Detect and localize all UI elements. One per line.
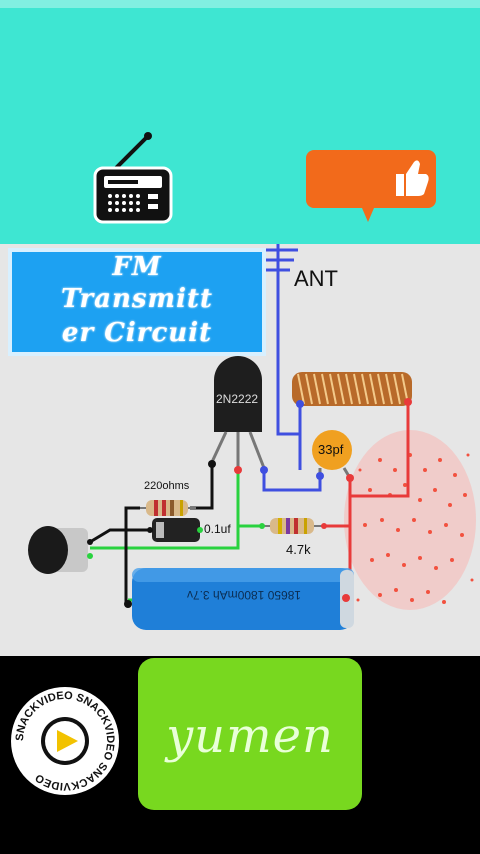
wire-base-green xyxy=(236,470,262,528)
battery-label: 18650 1800mAh 3.7v xyxy=(186,588,302,602)
microphone-icon xyxy=(28,526,93,574)
brand-text: yumen xyxy=(166,708,334,764)
wire-coil-red xyxy=(348,402,410,498)
battery-icon xyxy=(124,568,354,630)
title-line-2: Transmitt xyxy=(61,284,213,314)
radio-icon xyxy=(93,132,173,224)
resistor-47k xyxy=(259,518,327,534)
capacitor-01uf-label: 0.1uf xyxy=(204,522,231,536)
antenna-label: ANT xyxy=(294,266,338,291)
circuit-diagram: ANT 2N2222 33pf 220ohms 0.1uf 4.7k 18650… xyxy=(0,244,480,656)
top-highlight xyxy=(0,0,480,8)
spark-burst xyxy=(344,430,476,610)
capacitor-01uf xyxy=(147,518,203,542)
resistor-220 xyxy=(140,500,196,516)
wire-antenna xyxy=(276,262,302,436)
wire-emitter xyxy=(262,470,322,492)
title-line-3: er Circuit xyxy=(61,318,213,348)
thumbs-up-icon xyxy=(306,150,436,222)
wire-collector-black xyxy=(190,464,214,510)
brand-box: yumen xyxy=(138,658,362,810)
transistor-label: 2N2222 xyxy=(216,392,259,406)
coil-icon xyxy=(292,372,412,408)
title-box: FM Transmitt er Circuit xyxy=(8,248,266,356)
capacitor-33pf xyxy=(312,430,354,482)
resistor-220-label: 220ohms xyxy=(144,480,190,492)
top-banner xyxy=(0,0,480,244)
title-line-1: FM xyxy=(112,252,162,282)
circuit-canvas xyxy=(28,244,476,630)
capacitor-33pf-label: 33pf xyxy=(318,442,344,457)
transistor xyxy=(208,356,268,474)
resistor-47k-label: 4.7k xyxy=(286,542,311,557)
snackvideo-badge-icon: SNACKVIDEO SNACKVIDEO SNACKVIDEO xyxy=(11,687,119,795)
